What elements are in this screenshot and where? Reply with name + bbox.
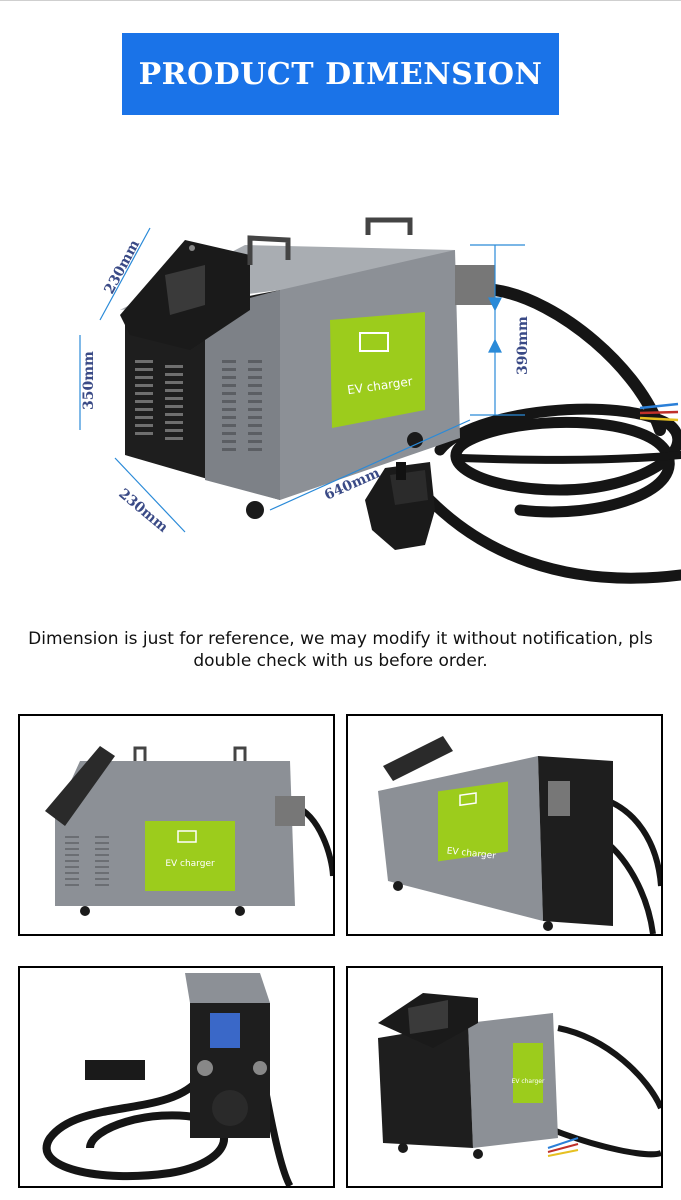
charger-front-face xyxy=(378,1023,473,1148)
wire xyxy=(639,410,679,415)
gallery-photo-rear xyxy=(18,966,335,1188)
handle-icon xyxy=(365,217,413,235)
wheel-icon xyxy=(80,906,90,916)
panel-label: EV charger xyxy=(512,1078,545,1085)
battery-icon xyxy=(459,792,477,807)
cable-connector xyxy=(197,1060,213,1076)
breaker-switch xyxy=(210,1013,240,1048)
charging-gun xyxy=(365,462,435,550)
charger-top xyxy=(185,973,270,1003)
cable-connector xyxy=(455,265,495,305)
dimension-total-height: 390mm xyxy=(515,316,531,375)
cable-connector xyxy=(275,796,305,826)
fan-icon xyxy=(212,1090,248,1126)
title-banner: PRODUCT DIMENSION xyxy=(122,33,559,115)
handle-icon xyxy=(247,235,291,265)
handle-icon xyxy=(133,746,247,761)
cable-coil xyxy=(434,403,681,518)
gallery-photo-front-side: EV charger xyxy=(346,966,663,1188)
page-title: PRODUCT DIMENSION xyxy=(138,56,543,92)
display-housing xyxy=(383,736,453,781)
cable-connector xyxy=(253,1061,267,1075)
photo-svg xyxy=(42,973,294,1186)
photo-svg: EV charger xyxy=(378,736,661,934)
gallery-photo-side: EV charger xyxy=(18,714,335,936)
hero-svg: EV charger 230mm 350mm 230mm 640mm 390mm xyxy=(79,217,681,584)
photo-svg: EV charger xyxy=(378,993,661,1159)
gallery-photo-rear-side: EV charger xyxy=(346,714,663,936)
side-vents xyxy=(65,836,109,886)
charging-gun xyxy=(85,1060,145,1080)
disclaimer-line-2: double check with us before order. xyxy=(193,651,488,671)
wheel-icon xyxy=(398,1143,408,1153)
arrow-icon xyxy=(488,297,502,312)
display-screen xyxy=(408,1000,448,1034)
ev-charger-panel xyxy=(145,821,235,891)
battery-icon xyxy=(177,830,197,843)
wheel-icon xyxy=(543,921,553,931)
cable xyxy=(456,451,681,464)
cable-connector xyxy=(548,781,570,816)
wheel-icon xyxy=(246,501,264,519)
ev-charger-panel xyxy=(513,1043,543,1103)
charger-front-frame xyxy=(205,290,280,500)
dimension-height: 350mm xyxy=(81,351,97,410)
ev-charger-panel xyxy=(438,781,508,862)
ev-charger-panel xyxy=(330,312,425,428)
wheel-icon xyxy=(407,432,423,448)
arrow-icon xyxy=(488,338,502,353)
wheel-icon xyxy=(473,1149,483,1159)
dimension-line xyxy=(269,419,471,511)
disclaimer-note: Dimension is just for reference, we may … xyxy=(20,628,661,672)
dimension-top-depth: 230mm xyxy=(101,237,143,297)
wheel-icon xyxy=(393,881,403,891)
wire xyxy=(639,402,679,410)
side-vents xyxy=(222,360,262,451)
display-screen xyxy=(165,265,205,315)
wheel-icon xyxy=(235,906,245,916)
dimension-line xyxy=(99,227,151,321)
display-housing xyxy=(45,746,115,826)
dimension-line xyxy=(114,457,186,533)
dimension-bottom-depth: 230mm xyxy=(115,486,171,536)
front-vents xyxy=(135,360,183,440)
wire xyxy=(639,416,679,422)
battery-icon xyxy=(359,332,389,352)
hero-product-image: EV charger 230mm 350mm 230mm 640mm 390mm xyxy=(0,200,681,610)
brand-logo-icon xyxy=(189,245,195,251)
panel-label: EV charger xyxy=(165,859,215,869)
top-divider xyxy=(0,0,681,1)
photo-svg: EV charger xyxy=(45,746,333,916)
cable xyxy=(424,494,681,584)
disclaimer-line-1: Dimension is just for reference, we may … xyxy=(28,629,653,649)
